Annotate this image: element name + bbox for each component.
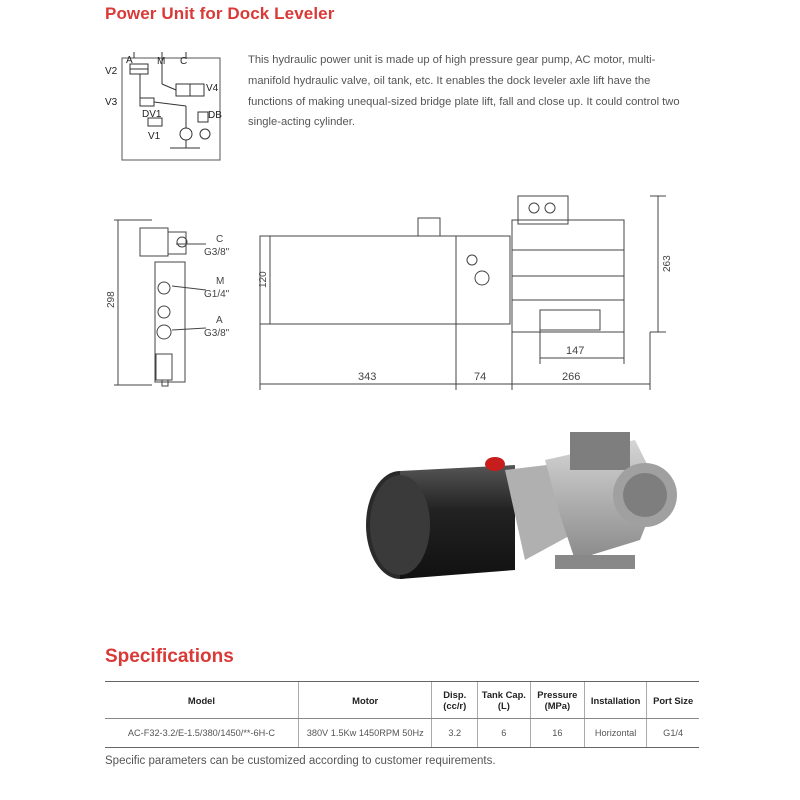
schematic-label-dv1: DV1 bbox=[142, 109, 162, 120]
port-c-label: C bbox=[216, 234, 223, 245]
specifications-table: Model Motor Disp. (cc/r) Tank Cap. (L) P… bbox=[105, 681, 699, 748]
cell-pressure: 16 bbox=[529, 718, 585, 748]
cell-model: AC-F32-3.2/E-1.5/380/1450/**-6H-C bbox=[105, 718, 299, 748]
schematic-label-db: DB bbox=[208, 110, 222, 121]
schematic-label-v3: V3 bbox=[105, 97, 118, 108]
col-disp: Disp. (cc/r) bbox=[431, 681, 478, 719]
cell-tank-cap: 6 bbox=[476, 718, 531, 748]
port-c-size: G3/8" bbox=[204, 247, 230, 258]
port-a-label: A bbox=[216, 315, 223, 326]
main-view-drawing: 120 263 147 343 74 266 bbox=[258, 195, 673, 390]
cell-motor: 380V 1.5Kw 1450RPM 50Hz bbox=[297, 718, 432, 748]
col-pressure: Pressure (MPa) bbox=[529, 681, 585, 719]
port-m-label: M bbox=[216, 276, 224, 287]
page-title: Power Unit for Dock Leveler bbox=[105, 4, 335, 23]
side-height-dim: 298 bbox=[106, 291, 117, 308]
dim-motor: 266 bbox=[562, 371, 580, 383]
dim-tank-length: 343 bbox=[358, 371, 376, 383]
dim-manifold: 74 bbox=[474, 371, 486, 383]
col-tank-cap: Tank Cap. (L) bbox=[476, 681, 531, 719]
col-port-size: Port Size bbox=[646, 681, 699, 719]
dim-total-height: 263 bbox=[662, 255, 673, 272]
table-row: AC-F32-3.2/E-1.5/380/1450/**-6H-C 380V 1… bbox=[105, 718, 699, 748]
schematic-label-a: A bbox=[126, 55, 133, 66]
table-header-row: Model Motor Disp. (cc/r) Tank Cap. (L) P… bbox=[105, 681, 699, 719]
dim-tank-height: 120 bbox=[258, 271, 269, 288]
schematic-label-v1: V1 bbox=[148, 131, 161, 142]
col-motor: Motor bbox=[297, 681, 432, 719]
port-m-size: G1/4" bbox=[204, 289, 230, 300]
schematic-label-v4: V4 bbox=[206, 83, 219, 94]
side-view-drawing: 298 C G3/8" M G1/4" A G3/8" bbox=[106, 219, 230, 387]
power-unit-photo bbox=[366, 432, 677, 579]
col-installation: Installation bbox=[583, 681, 647, 719]
port-a-size: G3/8" bbox=[204, 328, 230, 339]
schematic-label-c: C bbox=[180, 56, 187, 67]
schematic-label-m: M bbox=[157, 56, 165, 67]
cell-disp: 3.2 bbox=[431, 718, 478, 748]
footnote-text: Specific parameters can be customized ac… bbox=[105, 755, 496, 767]
specifications-title: Specifications bbox=[105, 646, 234, 667]
hydraulic-schematic: A M C V2 V4 V3 DV1 DB V1 bbox=[105, 52, 222, 161]
cell-port-size: G1/4 bbox=[646, 718, 699, 748]
dim-base: 147 bbox=[566, 345, 584, 357]
schematic-label-v2: V2 bbox=[105, 66, 118, 77]
description-text: This hydraulic power unit is made up of … bbox=[248, 54, 680, 129]
col-model: Model bbox=[105, 681, 299, 719]
cell-installation: Horizontal bbox=[583, 718, 647, 748]
